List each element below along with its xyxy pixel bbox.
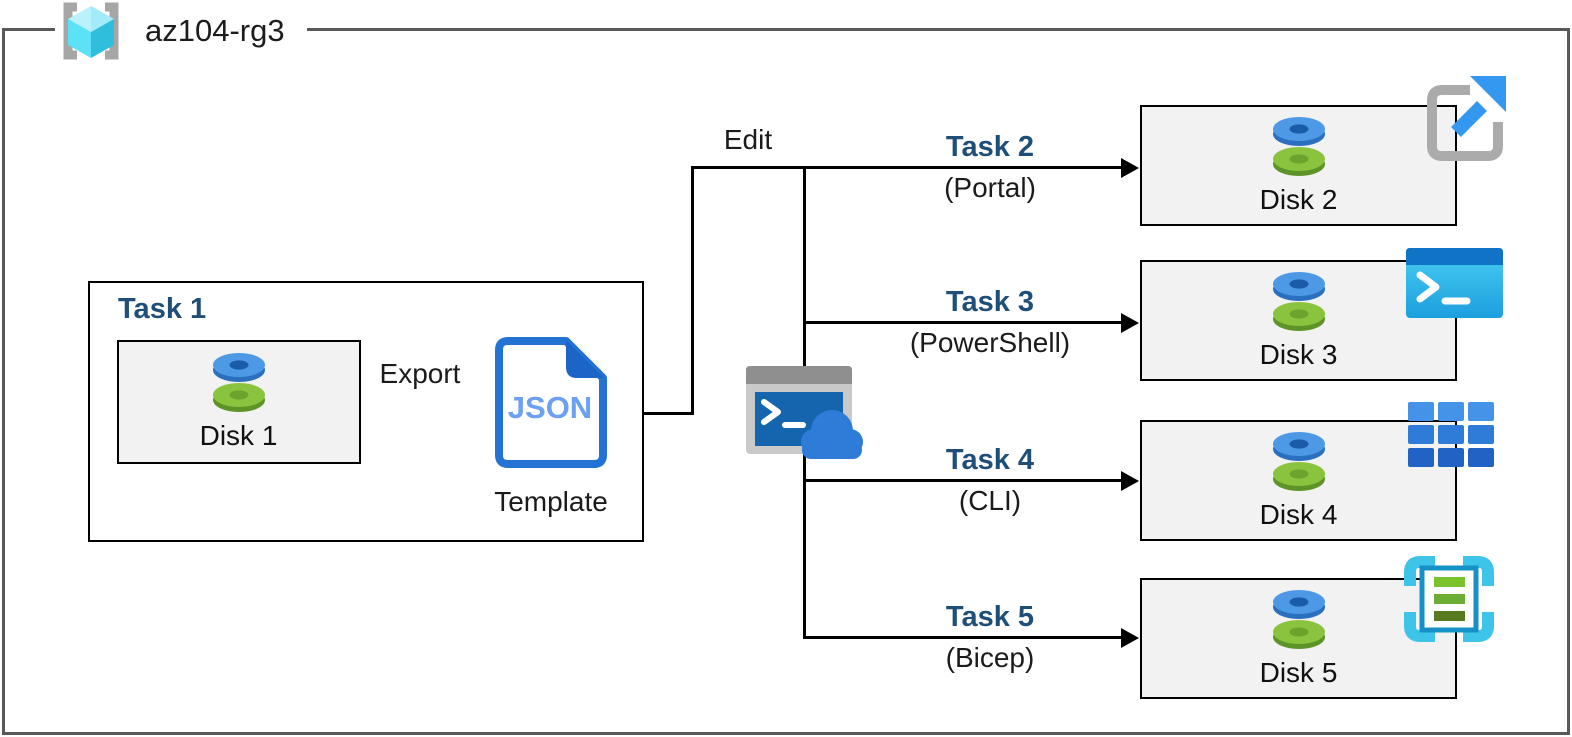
json-file-icon: JSON — [495, 337, 607, 468]
task4-method: (CLI) — [958, 485, 1022, 516]
task5-method: (Bicep) — [945, 642, 1035, 673]
export-label: Export — [379, 358, 461, 389]
disk-icon-slot — [1261, 270, 1337, 337]
connector-elbow-up — [691, 166, 694, 415]
task3-arrowhead — [1121, 313, 1139, 333]
task2-arrowhead — [1121, 158, 1139, 178]
json-badge-text: JSON — [508, 390, 592, 425]
disk-icon-slot — [1261, 588, 1337, 655]
cli-icon — [1408, 402, 1494, 467]
task4-arrowhead — [1121, 471, 1139, 491]
disk1-box: Disk 1 — [116, 339, 361, 464]
disk5-box: Disk 5 — [1140, 578, 1457, 699]
task4-title: Task 4 — [945, 444, 1035, 476]
task3-method: (PowerShell) — [909, 327, 1071, 358]
cli-icon-wrap — [1408, 402, 1494, 468]
managed-disk-icon — [1272, 590, 1325, 649]
managed-disk-icon — [1272, 272, 1325, 331]
task3-arrow-line — [803, 321, 1122, 324]
disk-icon-slot — [1261, 430, 1337, 497]
disk4-box: Disk 4 — [1140, 420, 1457, 541]
task3-title: Task 3 — [945, 286, 1035, 318]
disk5-label: Disk 5 — [1259, 657, 1338, 688]
bicep-icon-wrap — [1404, 556, 1494, 642]
task2-title: Task 2 — [945, 131, 1035, 163]
disk2-label: Disk 2 — [1259, 184, 1338, 215]
disk-icon-slot — [1261, 115, 1337, 182]
cloud-shell-icon-wrap — [744, 364, 870, 461]
task1-title: Task 1 — [118, 293, 207, 325]
managed-disk-icon — [212, 353, 265, 412]
portal-launch-icon — [1427, 76, 1506, 161]
powershell-icon-wrap — [1406, 248, 1503, 318]
task2-arrow-line — [691, 166, 1122, 169]
template-caption: Template — [494, 486, 608, 517]
powershell-icon — [1406, 248, 1503, 318]
edit-label: Edit — [723, 124, 773, 155]
cloud-shell-icon — [746, 366, 863, 459]
task5-arrow-line — [803, 636, 1122, 639]
resource-group-name: az104-rg3 — [145, 13, 285, 48]
connector-task1-out — [643, 412, 694, 415]
disk1-label: Disk 1 — [199, 420, 278, 451]
managed-disk-icon — [1272, 432, 1325, 491]
task4-arrow-line — [803, 479, 1122, 482]
disk-icon-slot — [201, 351, 277, 418]
task5-title: Task 5 — [945, 601, 1035, 633]
resource-group-boundary — [2, 28, 1570, 735]
resource-group-icon — [63, 2, 119, 60]
disk3-box: Disk 3 — [1140, 260, 1457, 381]
task2-method: (Portal) — [944, 172, 1036, 203]
disk3-label: Disk 3 — [1259, 339, 1338, 370]
disk4-label: Disk 4 — [1259, 499, 1338, 530]
bicep-icon — [1404, 556, 1494, 642]
resource-group-label: az104-rg3 — [55, 0, 307, 62]
managed-disk-icon — [1272, 117, 1325, 176]
disk2-box: Disk 2 — [1140, 105, 1457, 226]
portal-launch-icon-wrap — [1412, 68, 1508, 168]
json-template-icon-wrap: JSON — [494, 336, 608, 469]
task5-arrowhead — [1121, 628, 1139, 648]
